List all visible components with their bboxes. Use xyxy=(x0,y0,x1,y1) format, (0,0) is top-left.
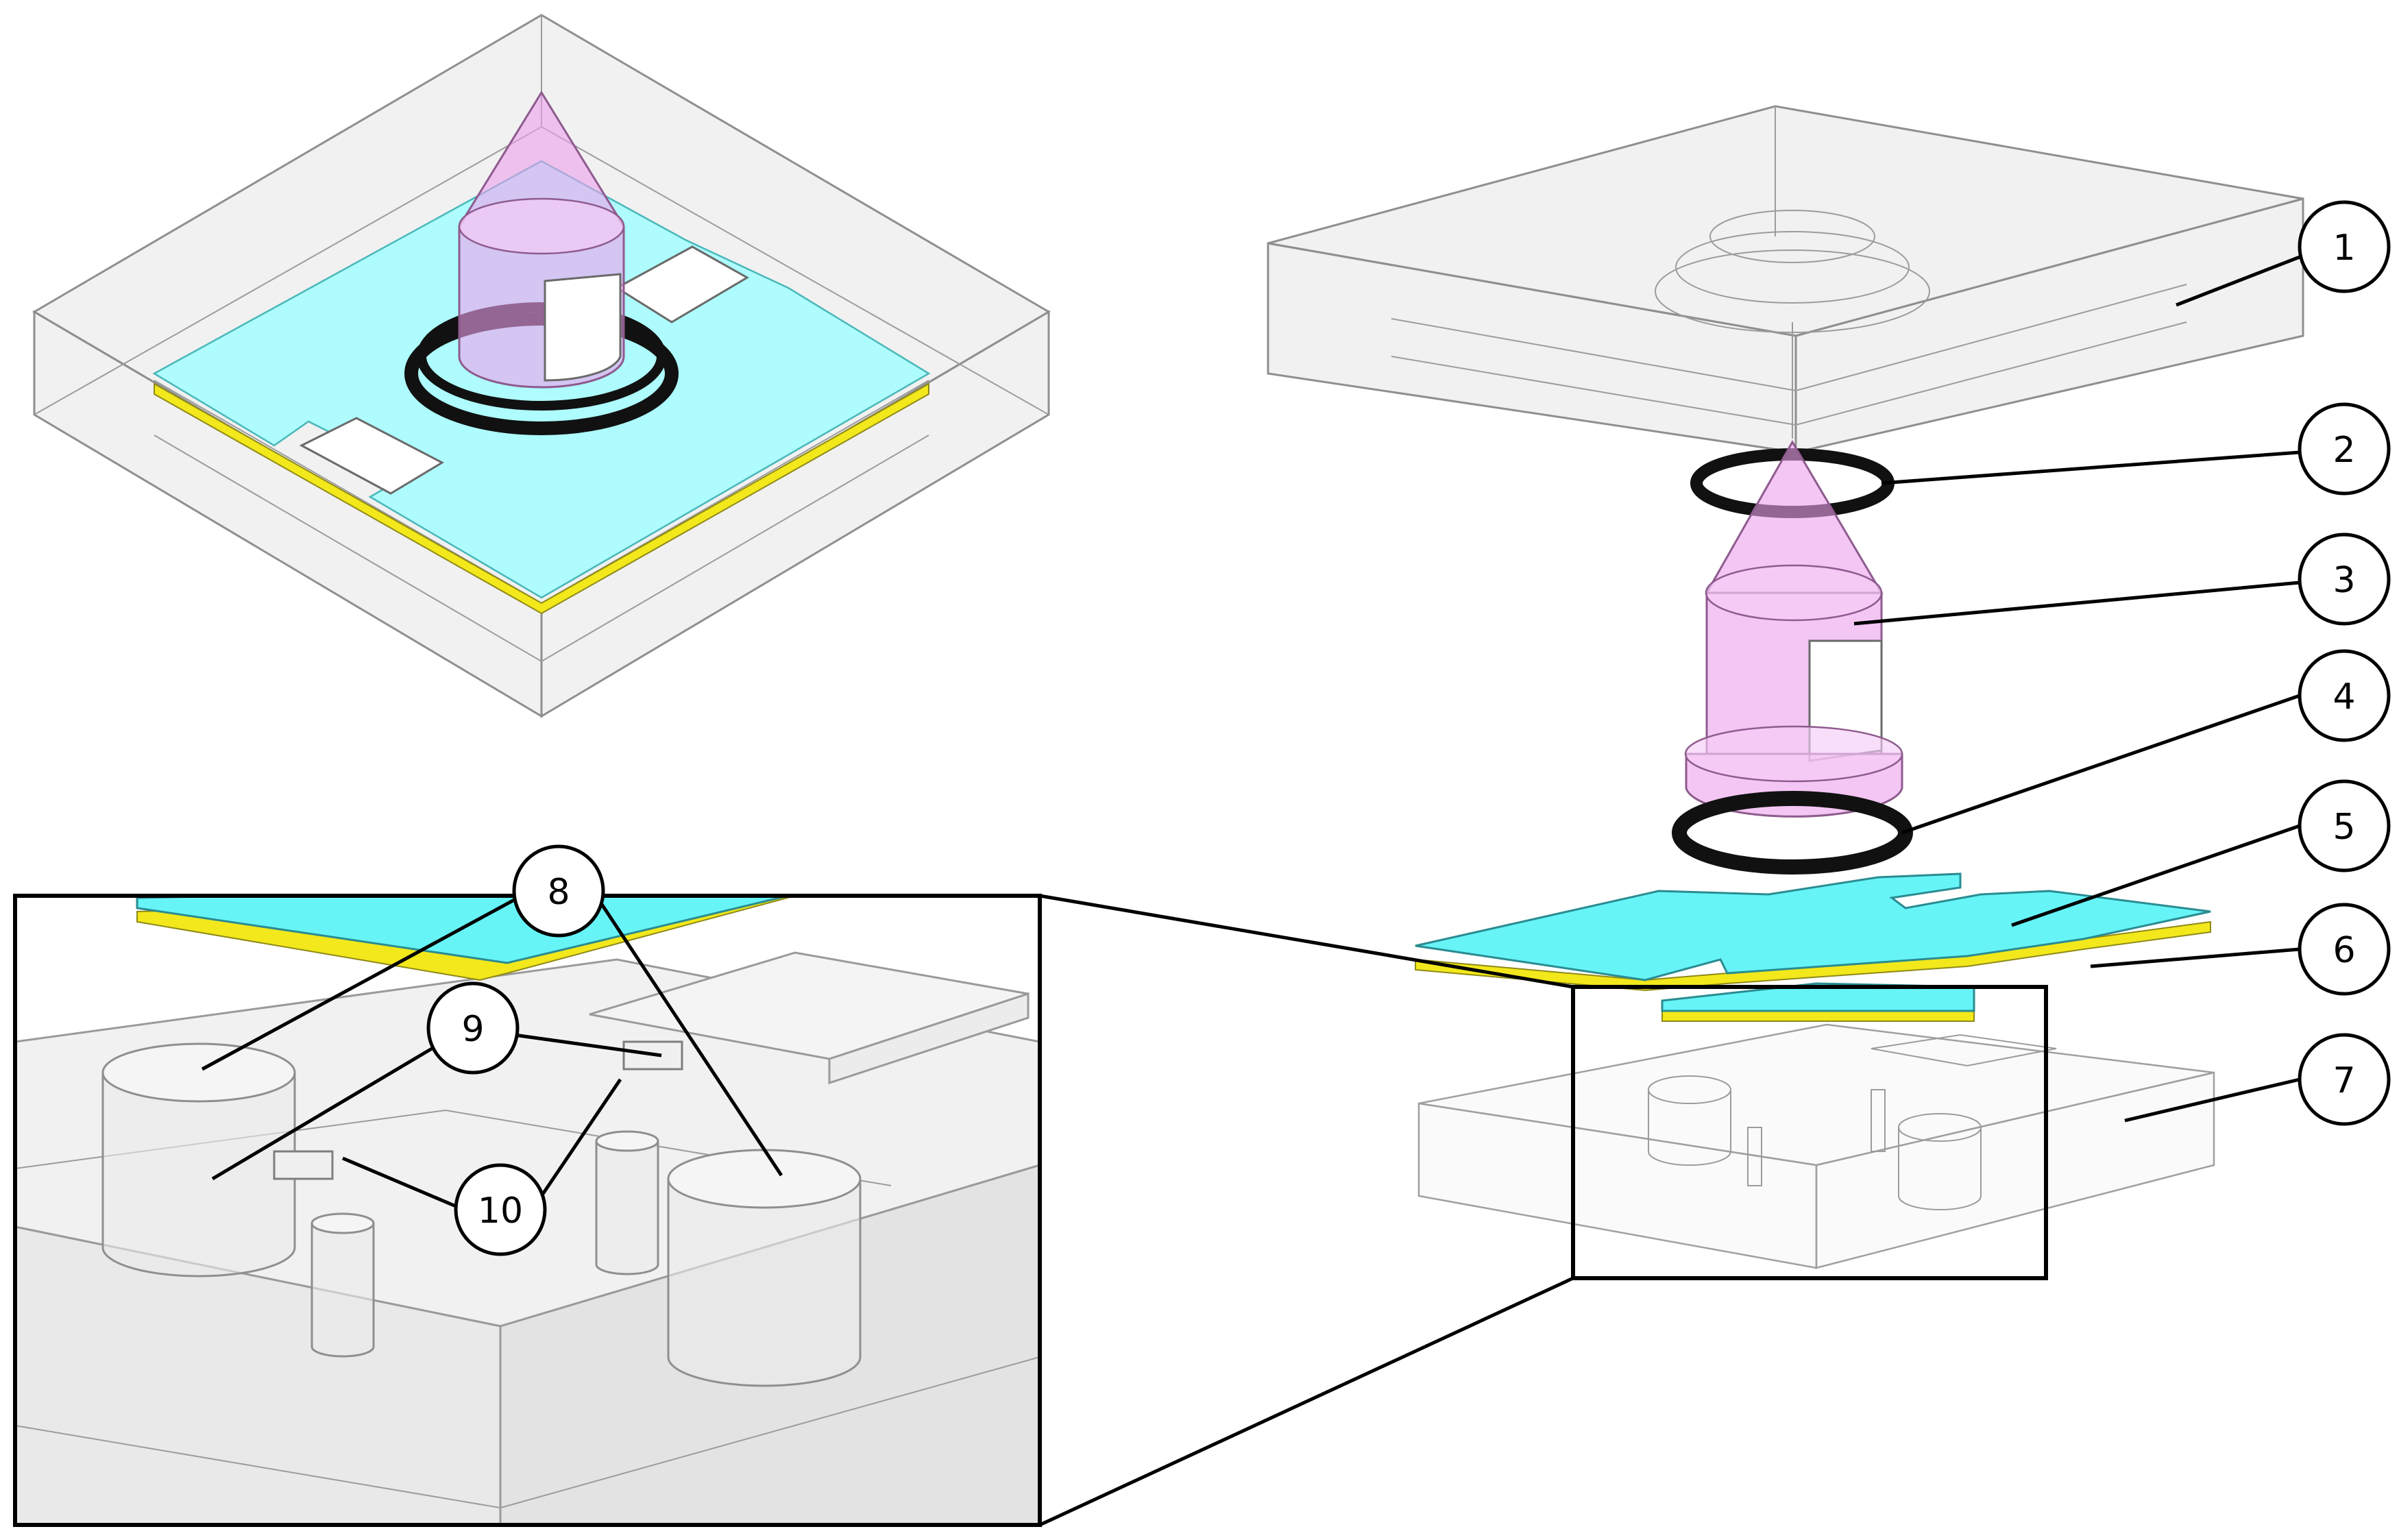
detail-bore-right-top xyxy=(667,1149,862,1209)
callout-5: 5 xyxy=(2298,779,2391,872)
callout-9-label: 9 xyxy=(461,1009,484,1050)
detail-view xyxy=(13,894,1042,1527)
base-bore-left-wall xyxy=(1648,1090,1731,1166)
callout-4-label: 4 xyxy=(2333,676,2355,718)
part-7-base xyxy=(1417,1023,2215,1269)
part-5-pcb xyxy=(1415,872,2211,981)
leader-9-a xyxy=(211,1047,433,1181)
zoom-region-marker xyxy=(1571,985,2048,1280)
callout-6-circle xyxy=(2298,903,2391,996)
leader-2 xyxy=(1881,450,2300,485)
callout-1: 1 xyxy=(2298,200,2391,293)
callout-1-circle xyxy=(2298,200,2391,293)
callout-10-circle xyxy=(454,1163,547,1256)
assembled-contact-layer xyxy=(154,382,929,615)
callout-6: 6 xyxy=(2298,903,2391,996)
base-right-face xyxy=(1815,1071,2215,1269)
detail-lower-edge-right xyxy=(500,1356,1040,1508)
callout-9: 9 xyxy=(426,981,520,1075)
callout-8-label: 8 xyxy=(547,872,570,913)
assembled-nozzle-rim xyxy=(458,197,625,255)
assembled-pocket-bottom-edge xyxy=(154,435,929,663)
callout-2-circle xyxy=(2298,402,2391,496)
leader-1 xyxy=(2176,255,2300,307)
detail-pin-right-top xyxy=(595,1130,659,1152)
callout-7-circle xyxy=(2298,1033,2391,1126)
detail-bore-right-wall xyxy=(667,1179,862,1387)
callout-2: 2 xyxy=(2298,402,2391,496)
callout-3: 3 xyxy=(2298,533,2391,626)
assembled-nozzle-window xyxy=(544,273,622,382)
callout-10: 10 xyxy=(454,1163,547,1256)
leader-10-b xyxy=(539,1078,622,1197)
leader-10-a xyxy=(342,1156,456,1208)
part-5-6-pcb-stack xyxy=(1415,872,2211,1022)
top-housing-bore-1 xyxy=(1709,210,1875,263)
base-pin-right xyxy=(1871,1089,1886,1152)
assembled-view xyxy=(32,14,1051,718)
lower-pcb-edge xyxy=(1661,1010,1975,1022)
detail-slot-block-side xyxy=(828,992,1030,1085)
callout-8: 8 xyxy=(512,844,605,938)
leader-6 xyxy=(2090,947,2300,968)
zoom-connector-top xyxy=(1039,894,1574,989)
nozzle-rim xyxy=(1705,564,1883,622)
assembled-window-left xyxy=(299,417,445,495)
leader-5 xyxy=(2011,824,2300,927)
callout-7: 7 xyxy=(2298,1033,2391,1126)
detail-bore-left-top xyxy=(101,1042,296,1103)
leader-3 xyxy=(1853,580,2300,626)
part-1-top-housing xyxy=(1267,105,2304,454)
callout-5-circle xyxy=(2298,779,2391,872)
leader-8-b xyxy=(598,900,783,1177)
callout-leaders xyxy=(201,255,2300,1208)
callout-6-label: 6 xyxy=(2333,930,2355,971)
detail-pin-right xyxy=(595,1141,659,1275)
leader-7 xyxy=(2124,1077,2300,1123)
callout-7-label: 7 xyxy=(2333,1060,2355,1101)
callout-5-label: 5 xyxy=(2333,807,2355,848)
callout-9-circle xyxy=(426,981,520,1075)
top-housing-recess-edge xyxy=(1391,284,2187,392)
detail-lower-edge-left xyxy=(15,1425,501,1508)
callout-10-label: 10 xyxy=(478,1190,523,1232)
leader-8-a xyxy=(201,892,526,1071)
detail-pin-left xyxy=(310,1223,375,1358)
detail-pin-left-top xyxy=(310,1212,375,1234)
base-slot xyxy=(1871,1034,2057,1067)
zoom-connector-bottom xyxy=(1038,1276,1574,1527)
callout-4: 4 xyxy=(2298,649,2391,742)
assembled-window-right xyxy=(615,245,750,323)
top-housing-right-face xyxy=(1794,197,2304,454)
callout-8-circle xyxy=(512,844,605,938)
detail-spring-contact-left xyxy=(273,1150,334,1180)
callout-2-label: 2 xyxy=(2333,430,2355,471)
base-pin-left xyxy=(1747,1127,1762,1186)
callout-3-label: 3 xyxy=(2333,560,2355,601)
leader-9-b xyxy=(513,1033,662,1058)
leader-4 xyxy=(1901,694,2300,835)
exploded-view xyxy=(1267,105,2304,1280)
callout-4-circle xyxy=(2298,649,2391,742)
nozzle-flange-top xyxy=(1684,725,1903,783)
top-housing-recess-bottom xyxy=(1391,321,2187,426)
base-bore-right-wall xyxy=(1898,1127,1982,1210)
callout-3-circle xyxy=(2298,533,2391,626)
top-housing-bore-2 xyxy=(1675,231,1910,304)
callout-1-label: 1 xyxy=(2333,228,2355,269)
detail-bore-left-wall xyxy=(101,1073,296,1278)
